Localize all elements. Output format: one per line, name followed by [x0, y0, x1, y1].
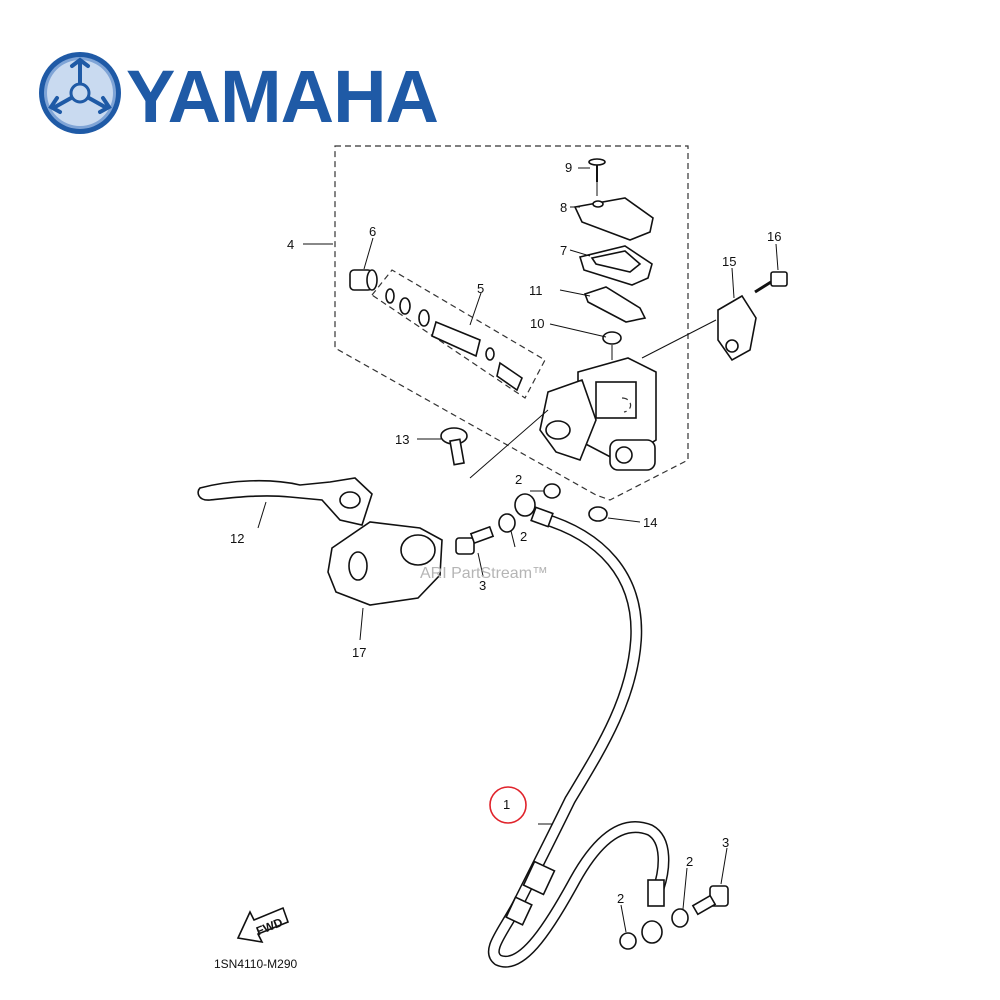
callout-14[interactable]: 14: [643, 515, 657, 530]
screw-9: [588, 158, 606, 182]
callout-15[interactable]: 15: [722, 254, 736, 269]
callout-16[interactable]: 16: [767, 229, 781, 244]
brake-lever-12: [197, 477, 373, 526]
callout-6[interactable]: 6: [369, 224, 376, 239]
tuning-fork-emblem-icon: [39, 52, 121, 134]
float-10: [602, 331, 622, 345]
callout-12[interactable]: 12: [230, 531, 244, 546]
callout-11[interactable]: 11: [529, 283, 543, 298]
washer-2c: [671, 908, 689, 928]
callout-17[interactable]: 17: [352, 645, 366, 660]
union-bolt-3b: [691, 885, 729, 916]
washer-2b: [498, 513, 516, 533]
fwd-arrow-icon: FWD: [236, 906, 290, 944]
callout-10[interactable]: 10: [530, 316, 544, 331]
brand-name: YAMAHA: [126, 55, 438, 138]
callout-13[interactable]: 13: [395, 432, 409, 447]
callout-2[interactable]: 2: [686, 854, 693, 869]
diagram-code: 1SN4110-M290: [214, 957, 297, 971]
callout-4[interactable]: 4: [287, 237, 294, 252]
callout-1[interactable]: 1: [503, 797, 510, 812]
callout-9[interactable]: 9: [565, 160, 572, 175]
lever-cover-17: [327, 521, 443, 606]
union-bolt-3a: [455, 525, 495, 555]
callout-2[interactable]: 2: [515, 472, 522, 487]
diaphragm-11: [583, 286, 647, 323]
pivot-bolt-13: [440, 427, 468, 466]
reservoir-cap-8: [573, 197, 654, 241]
callout-2[interactable]: 2: [617, 891, 624, 906]
nut-14: [588, 506, 608, 522]
callout-7[interactable]: 7: [560, 243, 567, 258]
callout-5[interactable]: 5: [477, 281, 484, 296]
callout-3[interactable]: 3: [722, 835, 729, 850]
leader-lines: [257, 167, 779, 933]
washer-2a: [543, 483, 561, 499]
yamaha-logo: YAMAHA: [39, 52, 439, 138]
washer-2d: [619, 932, 637, 950]
callout-2[interactable]: 2: [520, 529, 527, 544]
callout-8[interactable]: 8: [560, 200, 567, 215]
watermark: ARI PartStream™: [420, 565, 548, 582]
callout-3[interactable]: 3: [479, 578, 486, 593]
boot-6: [349, 269, 378, 291]
piston-kit-5: [371, 269, 546, 399]
assembly-boundary: [334, 145, 689, 501]
master-cylinder-body: [539, 357, 657, 471]
brake-hose: [487, 506, 670, 968]
highlight-circle: [489, 786, 527, 824]
bolt-16: [754, 271, 788, 294]
